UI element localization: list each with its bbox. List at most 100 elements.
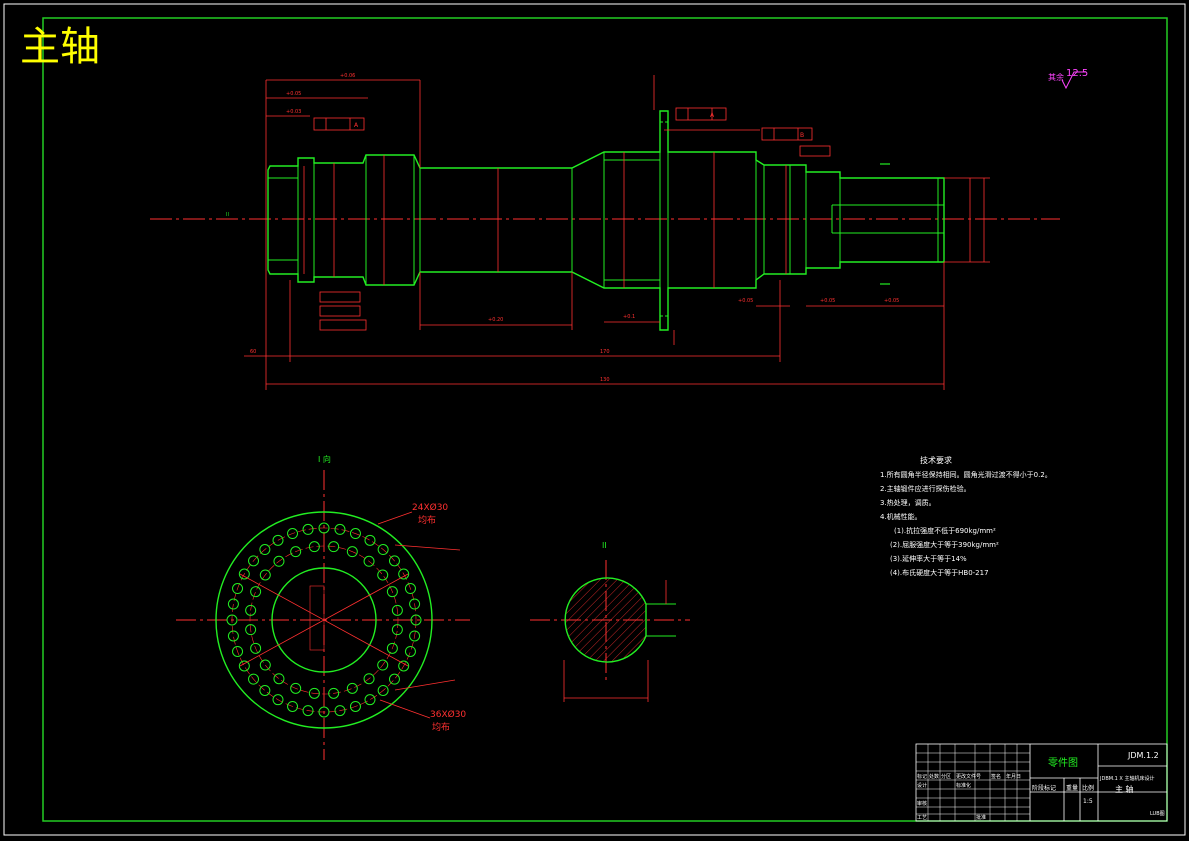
outer-holes-label: 24XØ30 <box>412 502 448 513</box>
section-ii-shape <box>564 577 647 663</box>
svg-text:+0.05: +0.05 <box>884 298 899 304</box>
flange-hole-lines <box>660 121 668 317</box>
bolt-hole <box>318 522 330 534</box>
svg-text:A: A <box>354 122 359 129</box>
bolt-hole <box>259 684 271 696</box>
bolt-hole <box>364 534 376 546</box>
bolt-hole <box>318 706 330 718</box>
sheet-label: LUB图 <box>1150 811 1165 817</box>
section-cut-marks <box>880 163 890 285</box>
bolt-hole <box>363 673 375 685</box>
shaft-step-lines <box>267 152 944 288</box>
project-name: JDBM.1 X 主轴机床设计 <box>1099 775 1154 782</box>
bolt-hole <box>287 528 299 540</box>
bolt-hole <box>377 569 389 581</box>
tech-req-item-1: 1.所有圆角半径保持相同。圆角光滑过渡不得小于0.2。 <box>880 470 1052 479</box>
drawing-title: 主轴 <box>20 24 100 70</box>
tolerance-frames <box>313 107 831 331</box>
row-label-date: 年月日 <box>1006 773 1021 780</box>
bolt-hole <box>404 583 416 595</box>
bolt-hole <box>377 659 389 671</box>
bolt-hole <box>290 546 302 558</box>
bolt-hole <box>334 705 346 717</box>
flange-inner-circle <box>271 567 377 673</box>
bolt-hole <box>334 523 346 535</box>
outer-holes-note: 均布 <box>418 514 436 526</box>
weight-label: 重量 <box>1066 784 1078 792</box>
svg-text:B: B <box>800 132 804 139</box>
length-dims <box>244 79 990 390</box>
bolt-hole <box>248 555 260 567</box>
shaft-outline <box>267 110 945 331</box>
datum-labels: A A B <box>354 112 804 139</box>
bolt-hole <box>328 541 340 553</box>
tech-req-sub-4: (4).布氏硬度大于等于HB0-217 <box>890 568 989 577</box>
tech-req-item-2: 2.主轴锻件应进行探伤检验。 <box>880 484 971 493</box>
roughness-value: 12.5 <box>1066 68 1088 79</box>
row-label-zone: 分区 <box>941 773 951 780</box>
tech-req-sub-2: (2).屈服强度大于等于390kg/mm² <box>890 540 999 549</box>
bolt-hole <box>302 705 314 717</box>
svg-text:+0.05: +0.05 <box>286 91 301 97</box>
drawing-frame <box>42 17 1168 822</box>
tech-req-heading: 技术要求 <box>920 455 952 465</box>
bolt-hole <box>259 544 271 556</box>
svg-text:+0.20: +0.20 <box>488 317 503 323</box>
bolt-hole <box>409 598 421 610</box>
bolt-hole <box>391 624 403 636</box>
bolt-hole <box>346 682 358 694</box>
outer-sheet-border <box>3 3 1186 836</box>
bolt-hole <box>227 598 239 610</box>
bolt-hole <box>386 586 398 598</box>
row-label-count: 处数 <box>929 773 939 780</box>
flange-end-view: I 向 24XØ30 均布 36XØ30 均布 <box>176 454 470 760</box>
scale-value: 1:5 <box>1083 798 1093 805</box>
bolt-hole <box>377 684 389 696</box>
bolt-hole <box>245 624 257 636</box>
bolt-hole <box>250 586 262 598</box>
bolt-hole <box>250 642 262 654</box>
bolt-hole <box>364 694 376 706</box>
svg-text:+0.1: +0.1 <box>623 314 635 320</box>
row-label-mark: 标记 <box>917 773 927 780</box>
bolt-hole <box>272 534 284 546</box>
tech-req-sub-1: (1).抗拉强度不低于690kg/mm² <box>894 526 996 535</box>
bolt-hole <box>259 659 271 671</box>
part-type: 零件图 <box>1048 757 1078 769</box>
part-name: 主 轴 <box>1115 784 1134 794</box>
flange-dims <box>653 75 675 345</box>
bolt-hole <box>388 555 400 567</box>
stage-label: 阶段标记 <box>1032 784 1056 792</box>
flange-outer-circle <box>215 511 433 729</box>
bolt-hole <box>398 568 410 580</box>
tech-req-sub-3: (3).延伸率大于等于14% <box>890 554 967 563</box>
technical-requirements: 技术要求 1.所有圆角半径保持相同。圆角光滑过渡不得小于0.2。 2.主轴锻件应… <box>880 455 1052 577</box>
bolt-hole <box>226 614 238 626</box>
svg-text:+0.05: +0.05 <box>738 298 753 304</box>
bolt-hole <box>290 682 302 694</box>
bolt-hole <box>308 541 320 553</box>
svg-text:II: II <box>226 212 229 218</box>
section-ii-view: II <box>530 541 690 702</box>
svg-text:+0.06: +0.06 <box>340 73 355 79</box>
title-block-texts: 零件图 JDM.1.2 JDBM.1 X 主轴机床设计 主 轴 阶段标记 重量 … <box>917 751 1165 821</box>
bolt-hole <box>409 630 421 642</box>
left-label-approve: 批准 <box>976 814 986 821</box>
left-label-review: 审核 <box>917 800 927 807</box>
left-label-standard: 标准化 <box>956 782 971 789</box>
bolt-holes <box>226 522 422 718</box>
title-block <box>915 743 1168 822</box>
bolt-hole <box>328 687 340 699</box>
bolt-hole <box>232 645 244 657</box>
bolt-hole <box>272 694 284 706</box>
bolt-hole <box>388 673 400 685</box>
dimension-texts: +0.06 +0.05 +0.03 +0.20 +0.1 +0.05 +0.05… <box>226 73 899 383</box>
outer-pitch-circle <box>231 527 417 713</box>
left-label-process: 工艺 <box>917 815 927 821</box>
bolt-hole <box>238 660 250 672</box>
left-label-design: 设计 <box>917 782 927 789</box>
tech-req-item-4: 4.机械性能。 <box>880 512 922 521</box>
bolt-hole <box>377 544 389 556</box>
view-i-label: I 向 <box>318 454 331 464</box>
